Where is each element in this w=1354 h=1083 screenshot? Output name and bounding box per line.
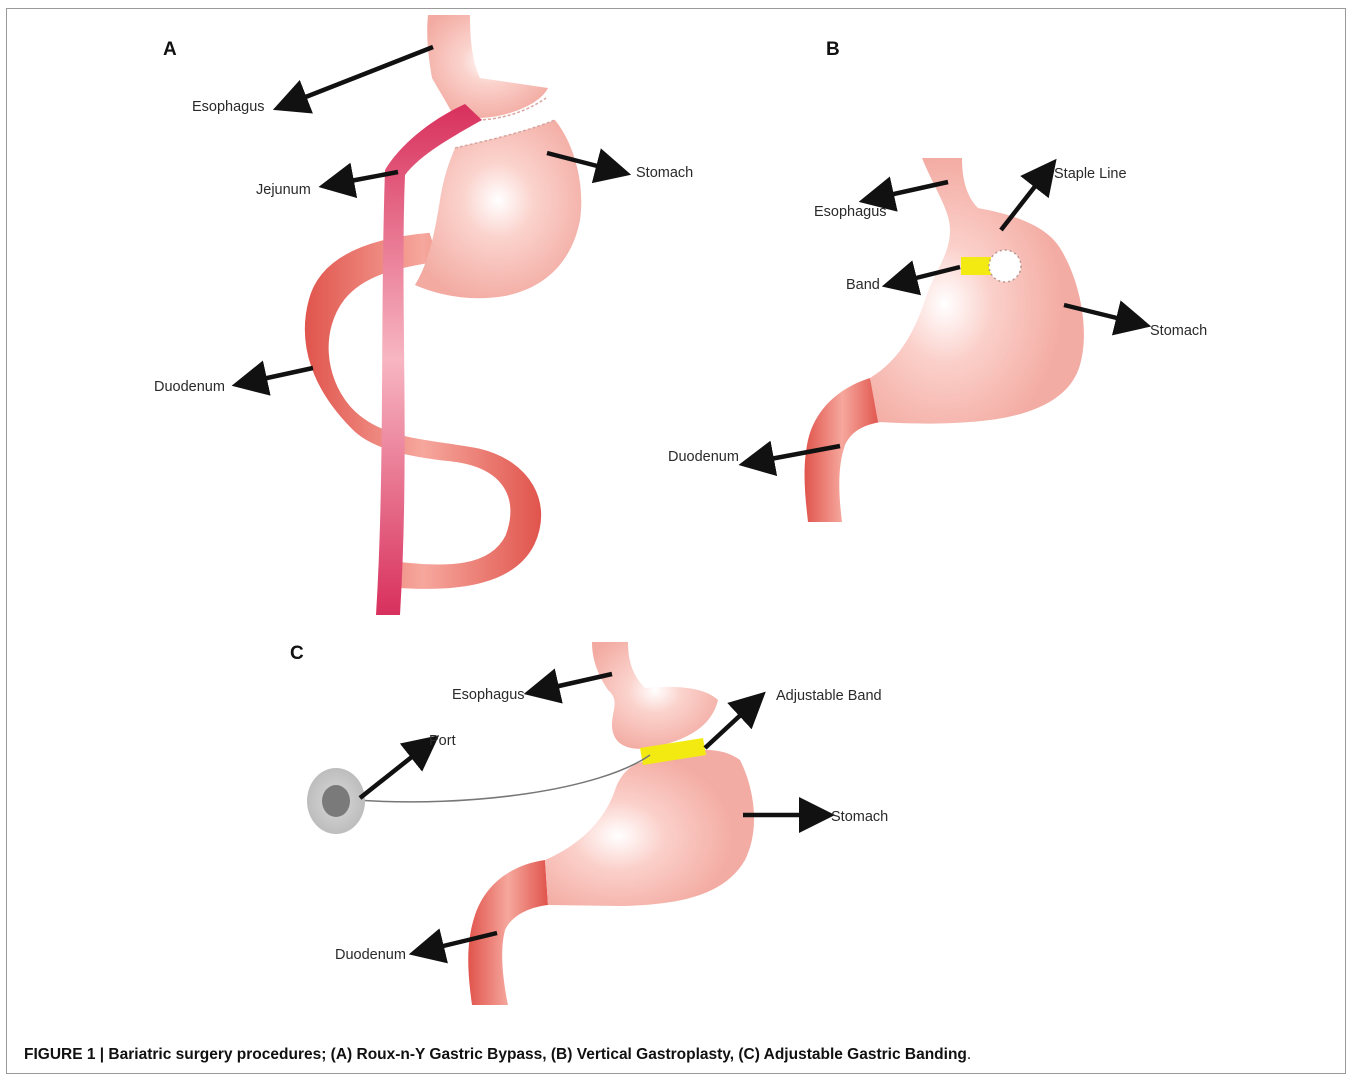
port-inner-c	[322, 785, 350, 817]
stomach-shape-b	[870, 158, 1084, 424]
arrow-port-c	[360, 752, 418, 798]
label-duodenum-a: Duodenum	[154, 379, 225, 395]
label-esophagus-a: Esophagus	[192, 99, 265, 115]
panel-c: C Esophagus Adjustable Band Port Stomach…	[290, 642, 888, 1005]
label-staple-line-b: Staple Line	[1054, 166, 1127, 182]
label-esophagus-c: Esophagus	[452, 687, 525, 703]
esophagus-shape-a	[427, 15, 548, 118]
label-stomach-a: Stomach	[636, 165, 693, 181]
panel-letter-b: B	[826, 39, 840, 60]
duodenum-shape-c	[468, 860, 548, 1005]
label-jejunum-a: Jejunum	[256, 182, 311, 198]
stomach-shape-c	[545, 750, 754, 906]
label-stomach-c: Stomach	[831, 809, 888, 825]
figure-caption: FIGURE 1 | Bariatric surgery procedures;…	[24, 1046, 971, 1064]
panel-b: B Staple Line Esophagus Band Stomach Duo…	[668, 39, 1207, 522]
label-stomach-b: Stomach	[1150, 323, 1207, 339]
port-tubing-c	[356, 755, 650, 802]
caption-bold: FIGURE 1 | Bariatric surgery procedures;…	[24, 1046, 967, 1063]
bariatric-diagram: A Esophagus Jejunum Stomach Duodenum B	[0, 0, 1354, 1030]
stomach-shape-a	[415, 120, 581, 298]
label-band-b: Band	[846, 277, 880, 293]
label-duodenum-c: Duodenum	[335, 947, 406, 963]
label-port-c: Port	[429, 733, 456, 749]
panel-letter-c: C	[290, 643, 304, 664]
label-duodenum-b: Duodenum	[668, 449, 739, 465]
band-b	[961, 257, 991, 275]
staple-ring-b	[989, 250, 1021, 282]
label-esophagus-b: Esophagus	[814, 204, 887, 220]
caption-end: .	[967, 1046, 971, 1063]
arrow-duodenum-a	[258, 368, 313, 380]
arrow-esophagus-a	[298, 47, 433, 100]
label-adjustable-band-c: Adjustable Band	[776, 688, 882, 704]
pouch-shape-c	[592, 642, 718, 749]
panel-letter-a: A	[163, 39, 177, 60]
panel-a: A Esophagus Jejunum Stomach Duodenum	[154, 15, 693, 615]
